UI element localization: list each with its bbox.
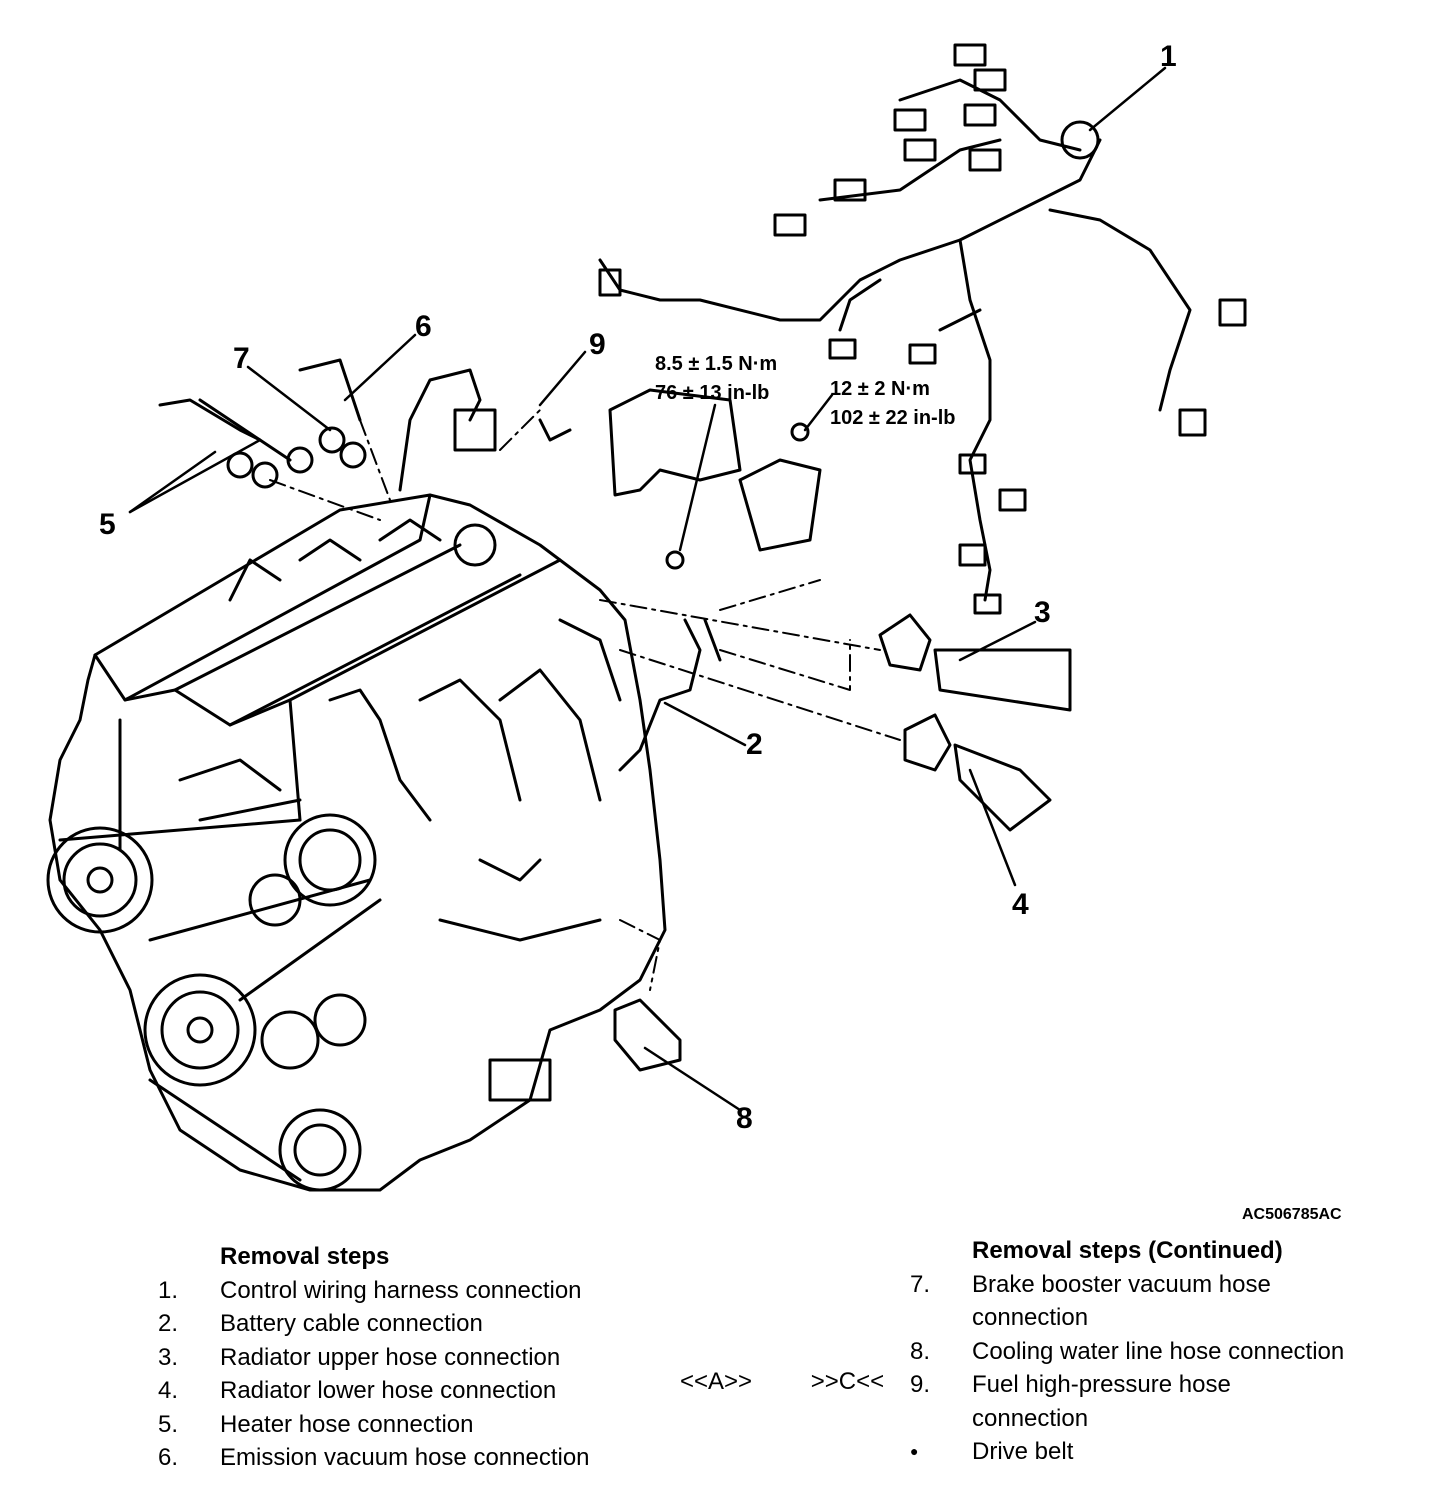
- list-item: 5. Heater hose connection: [158, 1408, 590, 1442]
- callout-leaders: [128, 66, 1167, 1112]
- step-number: 3.: [158, 1343, 179, 1371]
- hose-parts-drawing: [158, 358, 1072, 1072]
- list-item: 1. Control wiring harness connection: [158, 1274, 590, 1308]
- step-text: Drive belt: [972, 1438, 1074, 1465]
- list-item: 7. Brake booster vacuum hose connection: [910, 1268, 1430, 1335]
- callout-8: 8: [736, 1102, 753, 1135]
- callout-6: 6: [415, 310, 432, 343]
- step-text: Control wiring harness connection: [220, 1276, 582, 1304]
- removal-steps-left: Removal steps 1. Control wiring harness c…: [158, 1240, 590, 1475]
- torque-spec-bolt: 12 ± 2 N·m 102 ± 22 in-lb: [830, 375, 955, 433]
- step-number: 2.: [158, 1310, 179, 1337]
- step-number: 4.: [158, 1377, 179, 1404]
- list-item: 4. Radiator lower hose connection: [158, 1374, 590, 1408]
- wiring-harness-drawing: [598, 43, 1247, 615]
- step-number: 1.: [158, 1276, 179, 1304]
- torque-metric: 12 ± 2 N·m: [830, 378, 930, 400]
- callout-7: 7: [233, 342, 250, 375]
- bullet-marker: ●: [910, 1443, 919, 1459]
- step-text: Battery cable connection: [220, 1310, 483, 1337]
- torque-metric: 8.5 ± 1.5 N·m: [655, 353, 778, 375]
- engine-diagram: [46, 43, 1247, 1192]
- step-number: 7.: [910, 1270, 931, 1298]
- list-item: 3. Radiator upper hose connection: [158, 1341, 590, 1375]
- torque-imperial: 76 ± 13 in-lb: [655, 382, 770, 404]
- list-item: 6. Emission vacuum hose connection: [158, 1441, 590, 1475]
- construction-lines: [269, 409, 901, 991]
- list-item: 8. Cooling water line hose connection: [910, 1335, 1430, 1369]
- torque-spec-bracket: 8.5 ± 1.5 N·m 76 ± 13 in-lb: [655, 350, 777, 408]
- step-text: Fuel high-pressure hose connection: [972, 1371, 1231, 1432]
- step-text: Emission vacuum hose connection: [220, 1444, 590, 1471]
- step-number: 6.: [158, 1444, 179, 1471]
- step-text: Brake booster vacuum hose connection: [972, 1270, 1271, 1332]
- figure-id: AC506785AC: [1242, 1206, 1342, 1223]
- callout-4: 4: [1012, 888, 1029, 921]
- list-item: 2. Battery cable connection: [158, 1307, 590, 1341]
- step-number: 9.: [910, 1371, 931, 1398]
- step-text: Cooling water line hose connection: [972, 1337, 1345, 1365]
- step-number: 8.: [910, 1337, 931, 1365]
- torque-imperial: 102 ± 22 in-lb: [830, 407, 956, 429]
- callout-1: 1: [1160, 40, 1177, 73]
- callout-2: 2: [746, 728, 763, 761]
- step-markers: <<A>> >>C<<: [680, 1368, 885, 1395]
- step-text: Radiator lower hose connection: [220, 1377, 557, 1404]
- callout-5: 5: [99, 508, 116, 541]
- step-text: Heater hose connection: [220, 1410, 474, 1438]
- step-text: Radiator upper hose connection: [220, 1343, 561, 1371]
- list-item: ● Drive belt: [910, 1435, 1430, 1469]
- list-item: 9. Fuel high-pressure hose connection: [910, 1368, 1430, 1435]
- callout-3: 3: [1034, 596, 1051, 629]
- step-number: 5.: [158, 1410, 179, 1438]
- removal-steps-right: Removal steps (Continued) 7. Brake booste…: [910, 1234, 1430, 1469]
- engine-block-drawing: [46, 493, 667, 1192]
- steps-title: Removal steps: [220, 1243, 390, 1270]
- steps-title: Removal steps (Continued): [972, 1237, 1283, 1264]
- callout-9: 9: [589, 328, 606, 361]
